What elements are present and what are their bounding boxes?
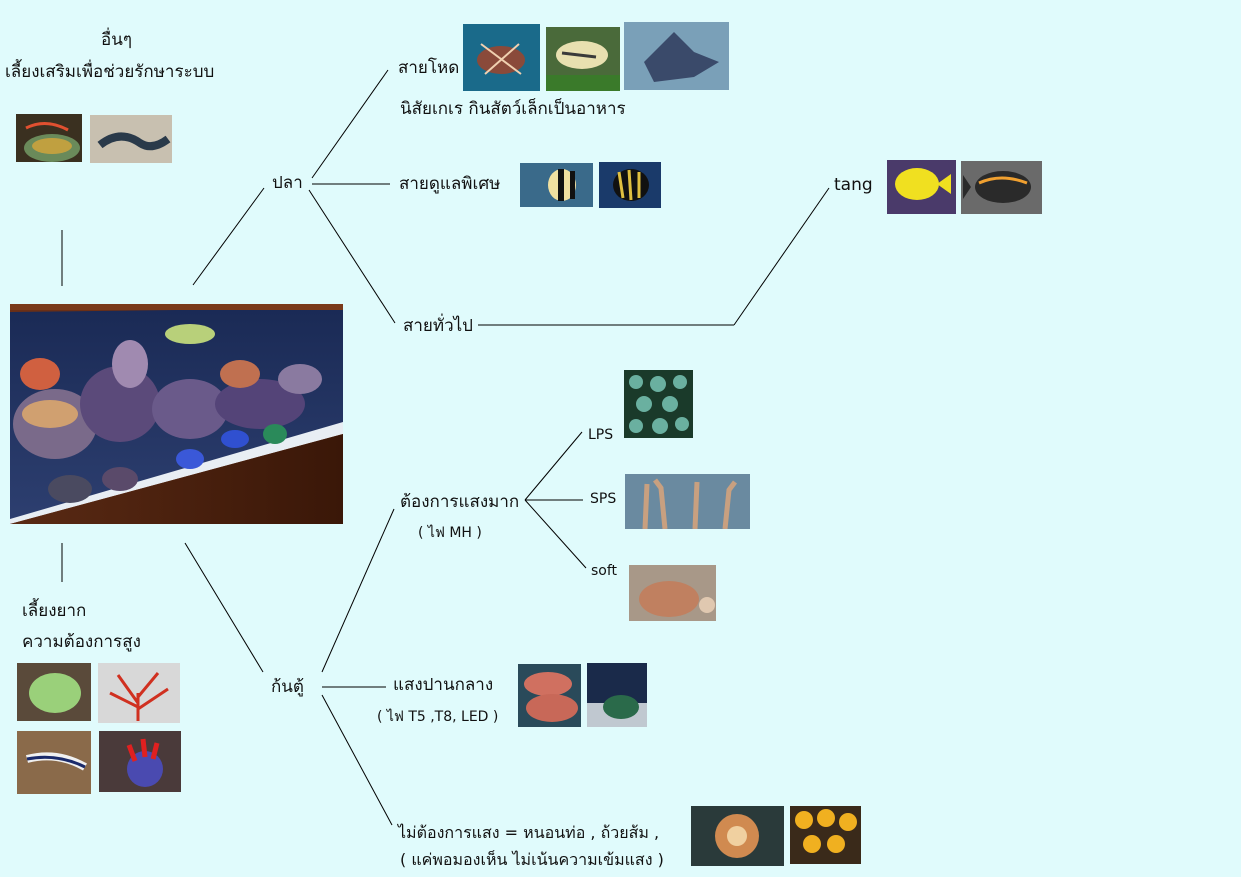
hard-keep-description: ความต้องการสูง bbox=[22, 632, 141, 652]
yellow-tang-photo bbox=[887, 160, 956, 214]
lps-coral-photo bbox=[624, 370, 693, 438]
sun-coral-photo bbox=[790, 806, 861, 864]
hard-keep-title: เลี้ยงยาก bbox=[22, 601, 87, 621]
fish-node: ปลา bbox=[272, 173, 303, 193]
reef-aquarium-photo bbox=[10, 304, 343, 524]
fish-aggressive-node: สายโหด bbox=[398, 58, 460, 78]
naso-tang-photo bbox=[961, 161, 1042, 214]
others-description: เลี้ยงเสริมเพื่อช่วยรักษาระบบ bbox=[5, 62, 215, 82]
red-mushroom-coral-photo bbox=[518, 664, 581, 727]
lionfish-photo bbox=[463, 24, 540, 91]
triggerfish-photo bbox=[546, 27, 620, 91]
coral-high-light-note: ( ไฟ MH ) bbox=[418, 525, 482, 541]
soft-coral-photo bbox=[629, 565, 716, 621]
flame-scallop-coral-photo bbox=[99, 731, 181, 792]
zoanthid-coral-photo bbox=[587, 663, 647, 727]
fish-special-care-node: สายดูแลพิเศษ bbox=[399, 174, 501, 194]
green-coral-photo bbox=[17, 663, 91, 721]
coral-medium-light-note: ( ไฟ T5 ,T8, LED ) bbox=[377, 709, 499, 725]
fish-aggressive-description: นิสัยเกเร กินสัตว์เล็กเป็นอาหาร bbox=[400, 99, 626, 119]
soft-node: soft bbox=[591, 563, 618, 579]
cleaner-wrasse-photo bbox=[17, 731, 91, 794]
tube-worm-photo bbox=[691, 806, 784, 866]
cleaner-shrimp-photo bbox=[16, 114, 82, 162]
coral-high-light-node: ต้องการแสงมาก bbox=[400, 492, 520, 512]
moorish-idol-photo bbox=[520, 163, 593, 207]
sea-cucumber-photo bbox=[90, 115, 172, 163]
tang-node: tang bbox=[834, 175, 873, 195]
sps-coral-photo bbox=[625, 474, 750, 529]
blue-triggerfish-photo bbox=[624, 22, 729, 90]
coral-node: ก้นตู้ bbox=[271, 677, 304, 697]
coral-no-light-note: ( แค่พอมองเห็น ไม่เน้นความเข้มแสง ) bbox=[400, 850, 664, 869]
fish-general-node: สายทั่วไป bbox=[403, 316, 473, 336]
red-gorgonian-photo bbox=[98, 663, 180, 723]
french-angelfish-photo bbox=[599, 162, 661, 208]
coral-no-light-node: ไม่ต้องการแสง = หนอนท่อ , ถ้วยส้ม , bbox=[398, 823, 660, 842]
others-title: อื่นๆ bbox=[101, 30, 132, 50]
coral-medium-light-node: แสงปานกลาง bbox=[393, 675, 494, 695]
sps-node: SPS bbox=[590, 491, 617, 507]
lps-node: LPS bbox=[588, 427, 614, 443]
